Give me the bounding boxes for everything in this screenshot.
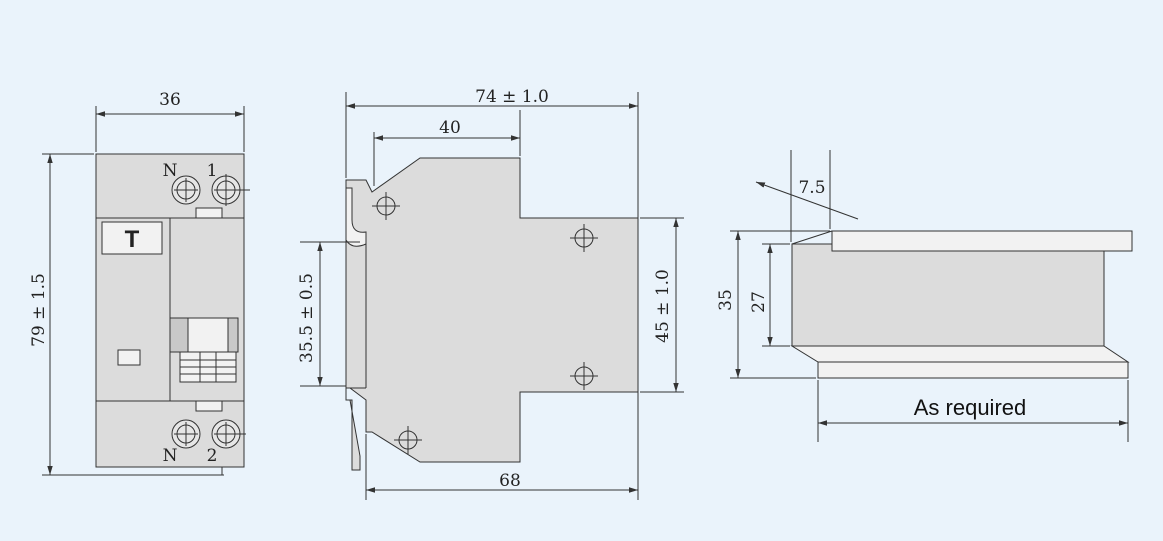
side-screw-lower-left bbox=[394, 426, 422, 454]
bottom-terminal-2 bbox=[211, 419, 246, 449]
front-width-label: 36 bbox=[159, 90, 181, 110]
rail-bottom-flange bbox=[817, 361, 1129, 379]
side-overall-dimension: 74 ± 1.0 bbox=[345, 87, 639, 500]
side-left-label: 35.5 ± 0.5 bbox=[297, 273, 317, 363]
toggle-lever bbox=[169, 317, 239, 383]
top-terminal-1 bbox=[211, 174, 250, 206]
rail-top-dimension: 7.5 bbox=[755, 150, 859, 242]
bottom-label-2: 2 bbox=[207, 446, 218, 466]
top-terminal-n bbox=[171, 175, 201, 205]
rail-top-flange bbox=[831, 230, 1133, 252]
side-overall-label: 74 ± 1.0 bbox=[475, 87, 549, 107]
rail-view: 7.5 35 27 As required bbox=[716, 150, 1133, 442]
top-label-1: 1 bbox=[207, 161, 218, 181]
rail-length-label: As required bbox=[914, 395, 1027, 420]
side-screw-lower-right bbox=[570, 362, 598, 390]
indicator-window bbox=[117, 349, 141, 366]
rail-web bbox=[791, 243, 1105, 347]
rail-outer-height-dimension: 35 bbox=[716, 230, 830, 379]
top-label-n: N bbox=[163, 161, 178, 181]
side-bottom-label: 68 bbox=[499, 471, 521, 491]
bottom-terminal-n bbox=[171, 419, 201, 449]
front-view: T N 1 bbox=[29, 90, 250, 476]
side-bottom-dimension: 68 bbox=[365, 434, 638, 500]
side-upper-dimension: 40 bbox=[373, 110, 521, 186]
test-button-label: T bbox=[125, 226, 140, 253]
rail-inner-height-label: 27 bbox=[749, 291, 769, 313]
bottom-label-n: N bbox=[163, 446, 178, 466]
side-right-label: 45 ± 1.0 bbox=[653, 269, 673, 343]
front-width-dimension: 36 bbox=[95, 90, 245, 152]
test-button bbox=[101, 221, 163, 255]
front-height-dimension: 79 ± 1.5 bbox=[29, 153, 224, 476]
side-screw-upper-left bbox=[372, 192, 400, 220]
rail-length-dimension: As required bbox=[817, 380, 1129, 442]
side-right-dimension: 45 ± 1.0 bbox=[640, 217, 684, 393]
rail-inner-height-dimension: 27 bbox=[749, 243, 790, 347]
side-left-dimension: 35.5 ± 0.5 bbox=[297, 241, 360, 387]
rail-top-label: 7.5 bbox=[798, 178, 825, 198]
side-view: 74 ± 1.0 40 68 35.5 ± 0.5 45 ± 1.0 bbox=[297, 87, 684, 500]
side-upper-label: 40 bbox=[439, 118, 461, 138]
breaker-side-body bbox=[345, 157, 639, 471]
side-screw-upper-right bbox=[570, 224, 598, 252]
rail-outer-height-label: 35 bbox=[716, 289, 736, 311]
front-height-label: 79 ± 1.5 bbox=[29, 273, 49, 347]
